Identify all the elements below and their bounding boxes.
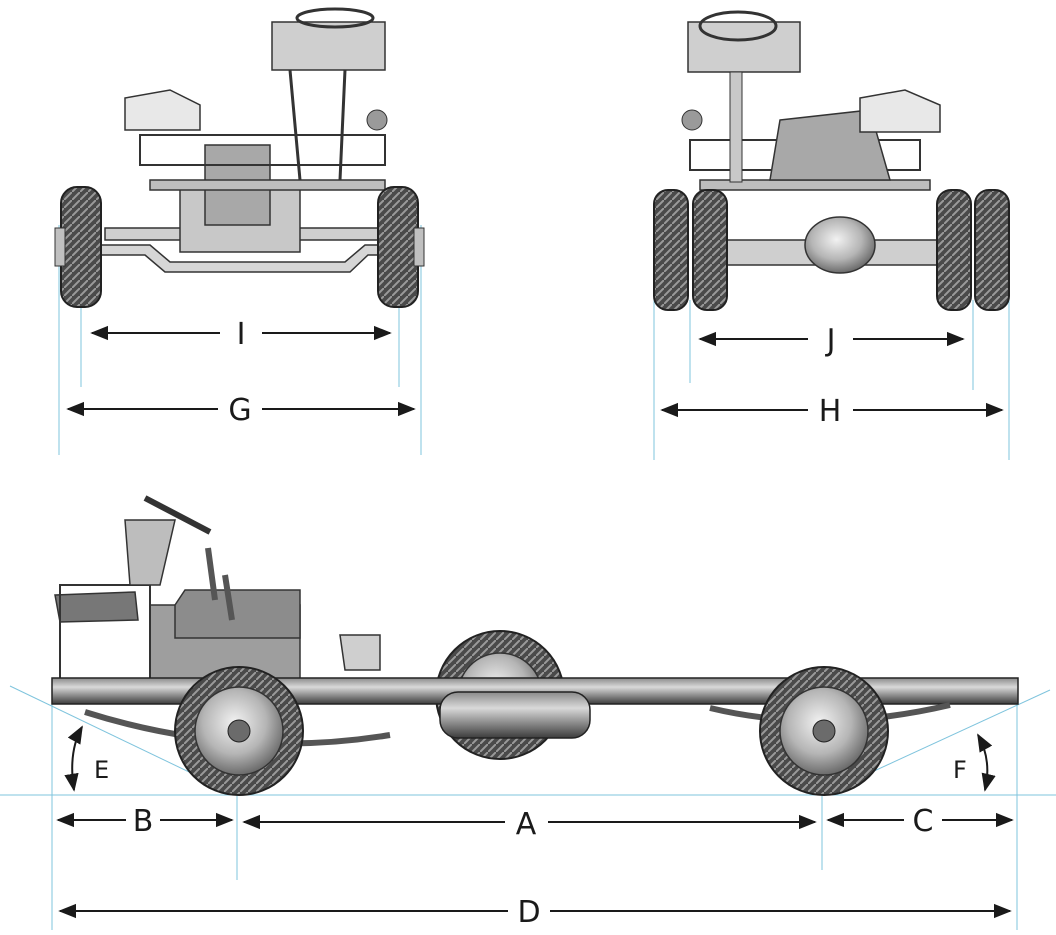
label-i: I	[237, 317, 246, 352]
label-b: B	[133, 804, 154, 839]
steering-column	[288, 69, 347, 181]
engine-cover	[174, 589, 301, 639]
rear-lamp	[681, 109, 703, 131]
steering-column	[729, 71, 743, 183]
label-g: G	[228, 393, 251, 428]
headlamp	[366, 109, 388, 131]
rear-left-outer-tire	[653, 189, 689, 311]
steering-wheel	[295, 7, 375, 29]
seat	[54, 591, 139, 623]
seat-bracket	[859, 89, 941, 133]
differential	[804, 216, 876, 274]
label-d: D	[517, 895, 540, 930]
label-e: E	[94, 756, 109, 784]
hub	[54, 227, 66, 267]
label-f: F	[953, 756, 967, 784]
rear-right-inner-tire	[936, 189, 972, 311]
steering-column	[124, 519, 176, 586]
steering-wheel	[143, 495, 212, 535]
fuel-tank	[439, 691, 591, 739]
front-wheel-hub	[227, 719, 251, 743]
approach-angle-arc	[64, 725, 83, 792]
label-h: H	[819, 394, 842, 429]
front-platform	[149, 179, 386, 191]
label-j: J	[825, 323, 836, 358]
rear-view: J H	[653, 10, 1010, 460]
departure-angle-arc	[977, 733, 996, 792]
seat-bracket	[124, 89, 201, 131]
dashboard	[271, 21, 386, 71]
front-right-tire	[377, 186, 419, 308]
steering-wheel	[698, 10, 778, 42]
hub	[413, 227, 425, 267]
gear-lever	[205, 547, 235, 621]
upper-frame	[139, 134, 386, 166]
rear-right-outer-tire	[974, 189, 1010, 311]
front-view: I G	[54, 7, 425, 455]
dashboard	[687, 21, 801, 73]
front-left-tire	[60, 186, 102, 308]
rear-left-inner-tire	[692, 189, 728, 311]
rear-wheel-hub	[812, 719, 836, 743]
air-filter	[339, 634, 381, 671]
side-view: E F B A C D	[0, 495, 1056, 930]
label-c: C	[913, 804, 934, 839]
label-a: A	[516, 807, 537, 842]
